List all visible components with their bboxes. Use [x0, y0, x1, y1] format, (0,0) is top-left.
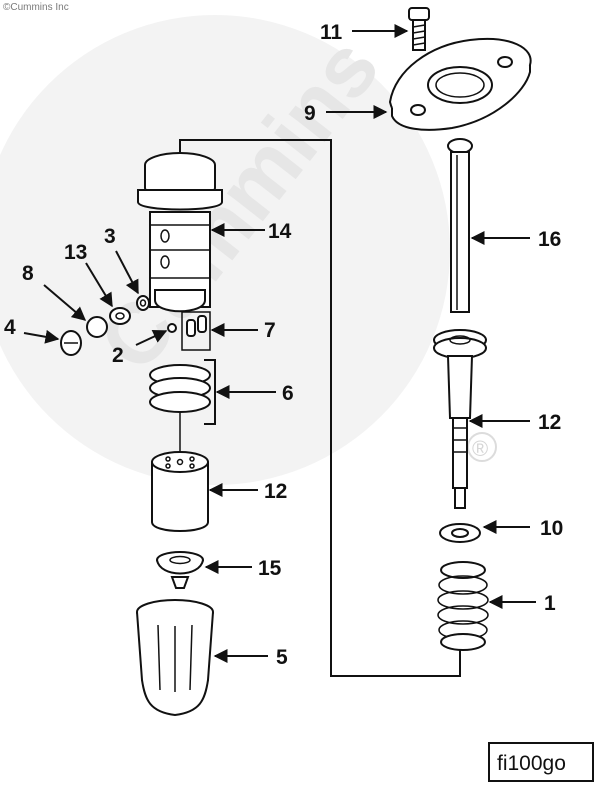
figure-id-text: fi100go	[497, 752, 566, 775]
callout-13: 13	[64, 241, 87, 264]
part-11-screw	[408, 7, 430, 51]
callout-14: 14	[268, 220, 292, 243]
callout-3: 3	[104, 225, 116, 248]
callout-7: 7	[264, 319, 276, 342]
leader-8	[43, 284, 87, 321]
copyright-text: ©Cummins Inc	[3, 2, 69, 13]
part-4-plug	[60, 330, 82, 356]
part-8-ball	[86, 316, 108, 338]
part-6-orings	[149, 359, 216, 425]
callout-12-right: 12	[538, 411, 561, 434]
callout-16: 16	[538, 228, 561, 251]
callout-2: 2	[112, 344, 124, 367]
part-3-oring	[136, 295, 150, 311]
part-1-spring	[437, 561, 489, 651]
part-15-valve	[156, 551, 204, 589]
part-13-screen	[109, 307, 131, 325]
callout-12-left: 12	[264, 480, 287, 503]
part-12-plunger-link	[433, 329, 487, 509]
registered-mark: ®	[472, 436, 488, 461]
part-12-barrel	[151, 451, 209, 532]
leader-3	[115, 250, 139, 295]
callout-6: 6	[282, 382, 294, 405]
figure-id-box: fi100go	[488, 742, 594, 782]
leader-4	[23, 329, 60, 344]
part-14-body	[137, 152, 223, 313]
callout-1: 1	[544, 592, 556, 615]
callout-9: 9	[304, 102, 316, 125]
part-5-cup	[136, 599, 214, 717]
part-7-pins	[181, 311, 211, 351]
callout-8: 8	[22, 262, 34, 285]
part-2-ball	[167, 323, 177, 333]
assembly-connector-line	[179, 139, 461, 677]
leader-2	[135, 329, 168, 346]
callout-4: 4	[4, 316, 16, 339]
callout-15: 15	[258, 557, 282, 580]
part-9-plate	[388, 38, 532, 131]
leader-13	[85, 262, 113, 308]
watermark: Cummins ®	[0, 15, 497, 485]
part-10-washer	[439, 523, 481, 543]
callout-11: 11	[320, 21, 343, 44]
callout-5: 5	[276, 646, 288, 669]
part-16-plunger	[447, 138, 473, 313]
callout-10: 10	[540, 517, 563, 540]
